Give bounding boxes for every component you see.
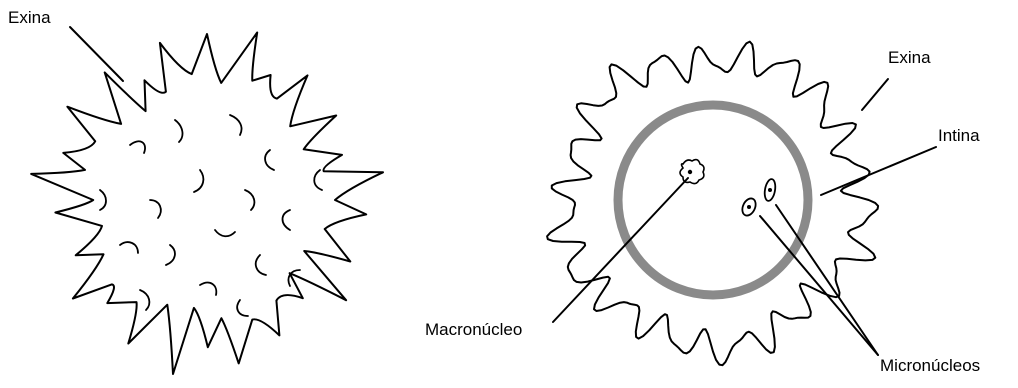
- surface-texture-mark: [200, 283, 216, 295]
- intina-ring: [618, 105, 808, 295]
- surface-texture-mark: [120, 242, 138, 253]
- leader-intina: [821, 147, 936, 195]
- surface-texture-mark: [100, 190, 106, 210]
- macronucleus-dot: [688, 170, 692, 174]
- leader-exina-right: [862, 79, 888, 110]
- label-exina-right: Exina: [888, 48, 931, 68]
- surface-texture-mark: [140, 290, 149, 310]
- micronucleus-1-dot: [747, 205, 751, 209]
- label-exina-left: Exina: [8, 8, 51, 28]
- surface-texture-mark: [130, 141, 145, 153]
- surface-texture-mark: [237, 300, 248, 316]
- label-micronucleos: Micronúcleos: [880, 356, 980, 376]
- label-intina: Intina: [938, 126, 980, 146]
- leader-micronucleos-1: [760, 216, 878, 355]
- surface-texture-mark: [166, 245, 175, 265]
- micronucleus-2-dot: [768, 188, 772, 192]
- surface-texture-mark: [265, 150, 274, 170]
- surface-texture-mark: [150, 200, 161, 218]
- surface-texture-mark: [230, 115, 242, 135]
- surface-texture-mark: [175, 120, 182, 142]
- leader-exina-left: [70, 27, 123, 81]
- leader-micronucleos-2: [776, 205, 878, 355]
- surface-texture-mark: [256, 255, 266, 275]
- left-pollen-exina-outline: [31, 33, 383, 375]
- right-pollen-exina-outline: [547, 42, 878, 366]
- label-macronucleo: Macronúcleo: [425, 320, 522, 340]
- surface-texture-mark: [283, 210, 291, 230]
- surface-texture-mark: [215, 230, 235, 236]
- surface-texture-mark: [194, 170, 203, 192]
- surface-texture-mark: [245, 190, 254, 210]
- surface-texture-mark: [314, 170, 322, 190]
- left-pollen-surface-texture: [100, 115, 322, 316]
